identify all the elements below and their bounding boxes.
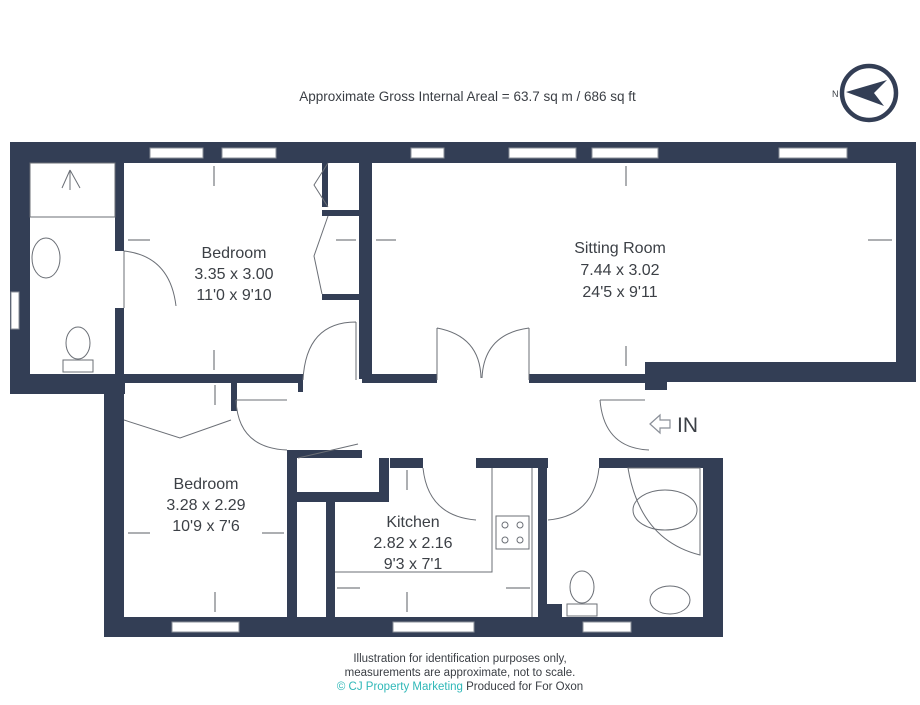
bedroom1-name: Bedroom [202,245,267,262]
room-labels: Bedroom 3.35 x 3.00 11'0 x 9'10 Sitting … [166,240,665,573]
area-caption: Approximate Gross Internal Areal = 63.7 … [299,89,636,104]
sitting-metric: 7.44 x 3.02 [580,262,659,279]
bedroom1-metric: 3.35 x 3.00 [194,266,273,283]
footer-line-2: measurements are approximate, not to sca… [344,667,576,679]
sitting-imperial: 24'5 x 9'11 [582,284,657,301]
footer-produced: Produced for For Oxon [466,681,584,693]
footer-line-1: Illustration for identification purposes… [353,653,567,665]
entrance-label: IN [677,414,698,437]
compass-icon: N [832,63,899,123]
bedroom2-name: Bedroom [174,476,239,493]
kitchen-name: Kitchen [386,514,439,531]
doors-fixtures [29,162,701,617]
footer-credit: © CJ Property Marketing Produced for For… [0,681,920,693]
dimension-arrows [128,166,892,612]
compass-north-label: N [832,89,839,99]
walls [10,142,916,637]
bedroom1-imperial: 11'0 x 9'10 [196,287,271,304]
footer-brand: © CJ Property Marketing [336,681,463,693]
bedroom2-imperial: 10'9 x 7'6 [172,518,240,535]
windows [10,147,848,633]
kitchen-metric: 2.82 x 2.16 [373,535,452,552]
bedroom2-metric: 3.28 x 2.29 [166,497,245,514]
sitting-name: Sitting Room [574,240,666,257]
entrance-arrow-icon [649,413,671,435]
kitchen-imperial: 9'3 x 7'1 [384,556,443,573]
